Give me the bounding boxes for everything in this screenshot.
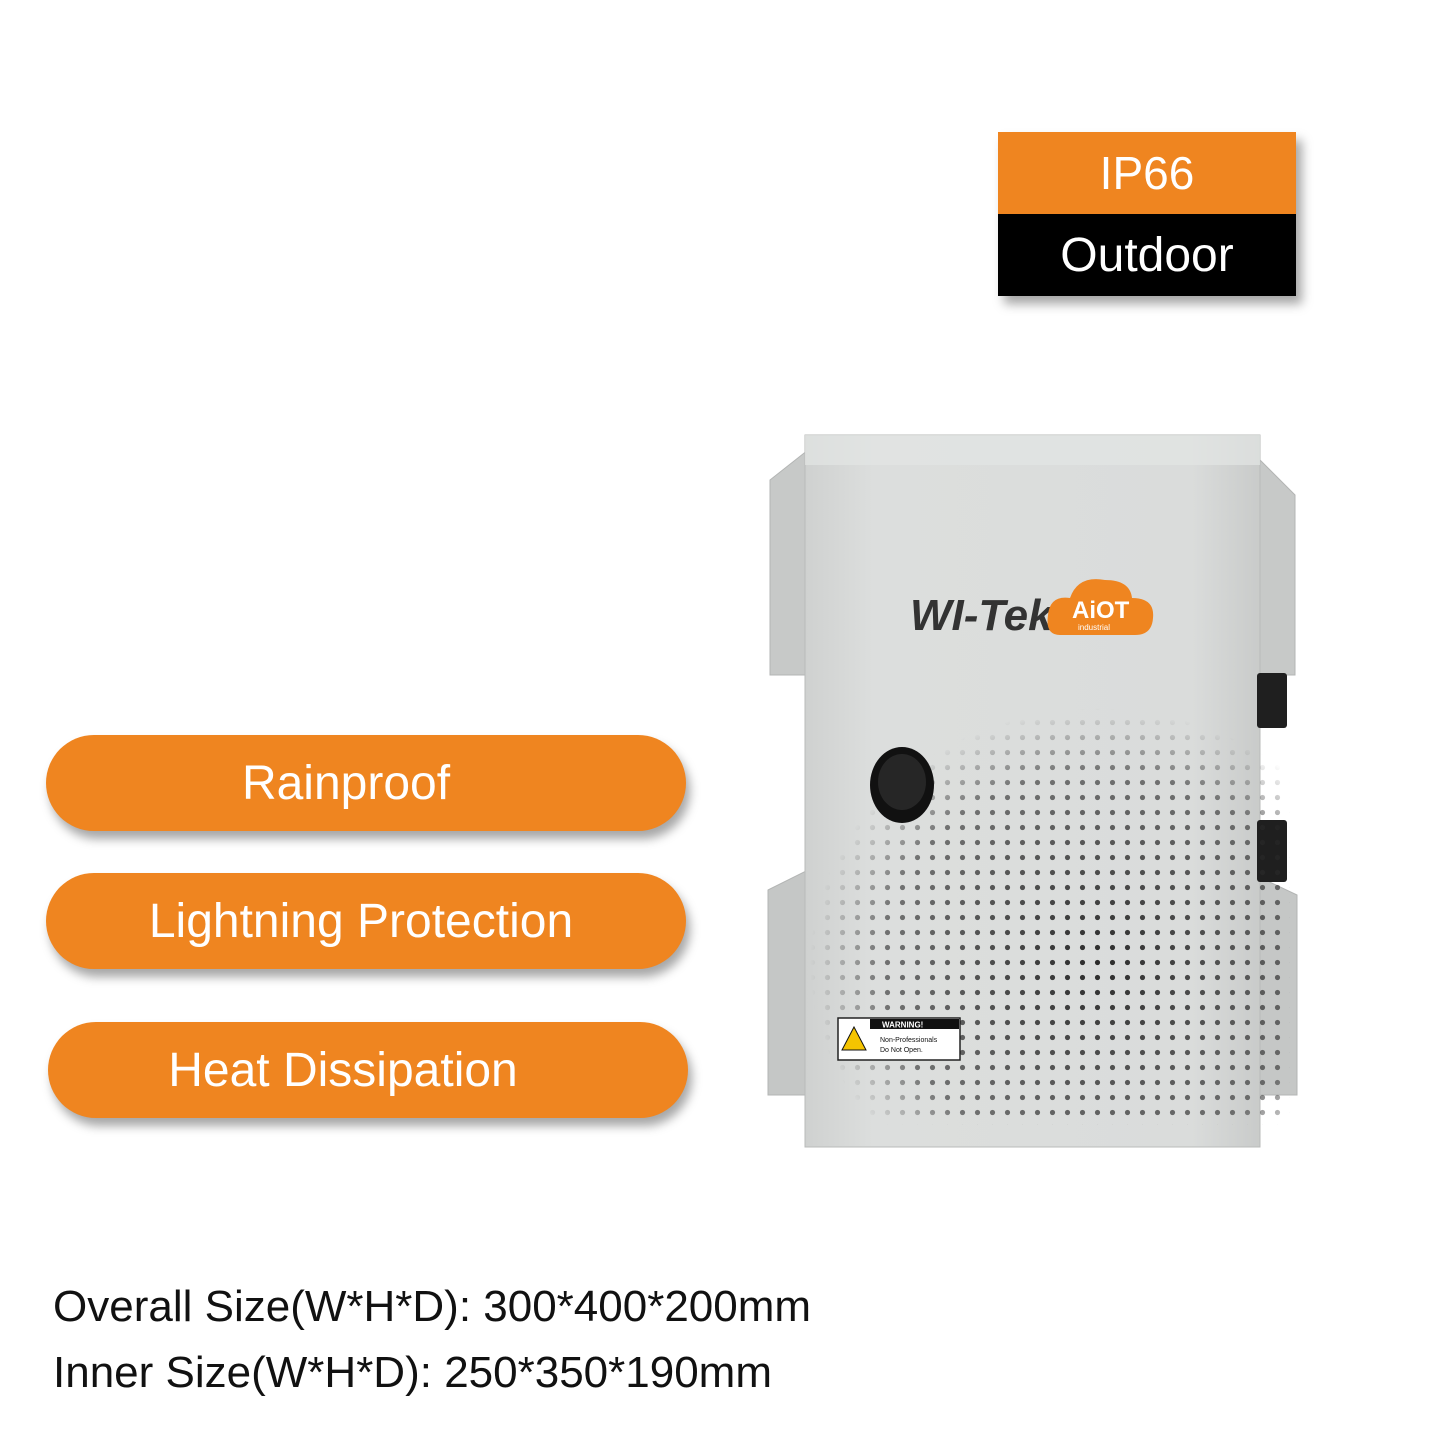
hazard-icon [841,1025,867,1051]
logo-subtext: industrial [1078,623,1110,632]
warning-line1: Non-Professionals [880,1037,938,1044]
environment-label: Outdoor [998,214,1296,296]
feature-rainproof: Rainproof [46,735,686,831]
logo-text: AiOT [1072,597,1130,624]
inner-size-spec: Inner Size(W*H*D): 250*350*190mm [53,1348,772,1397]
enclosure-drawing: WI-Tek AiOT industrial WARNING! Non-Prof… [767,434,1298,1148]
warning-title: WARNING! [882,1021,923,1030]
ip-rating-badge: IP66 Outdoor [998,132,1296,296]
ip-rating-label: IP66 [998,132,1296,214]
brand-text: WI-Tek [910,591,1055,640]
feature-label: Rainproof [241,756,451,810]
feature-lightning-protection: Lightning Protection [46,873,686,969]
feature-heat-dissipation: Heat Dissipation [48,1022,688,1118]
warning-line2: Do Not Open. [880,1047,923,1054]
cloud-logo-icon [1047,579,1154,635]
feature-label: Lightning Protection [148,894,574,948]
enclosure-image: WI-Tek AiOT industrial WARNING! Non-Prof… [760,430,1305,1160]
overall-size-spec: Overall Size(W*H*D): 300*400*200mm [53,1282,812,1331]
feature-label: Heat Dissipation [168,1043,518,1097]
